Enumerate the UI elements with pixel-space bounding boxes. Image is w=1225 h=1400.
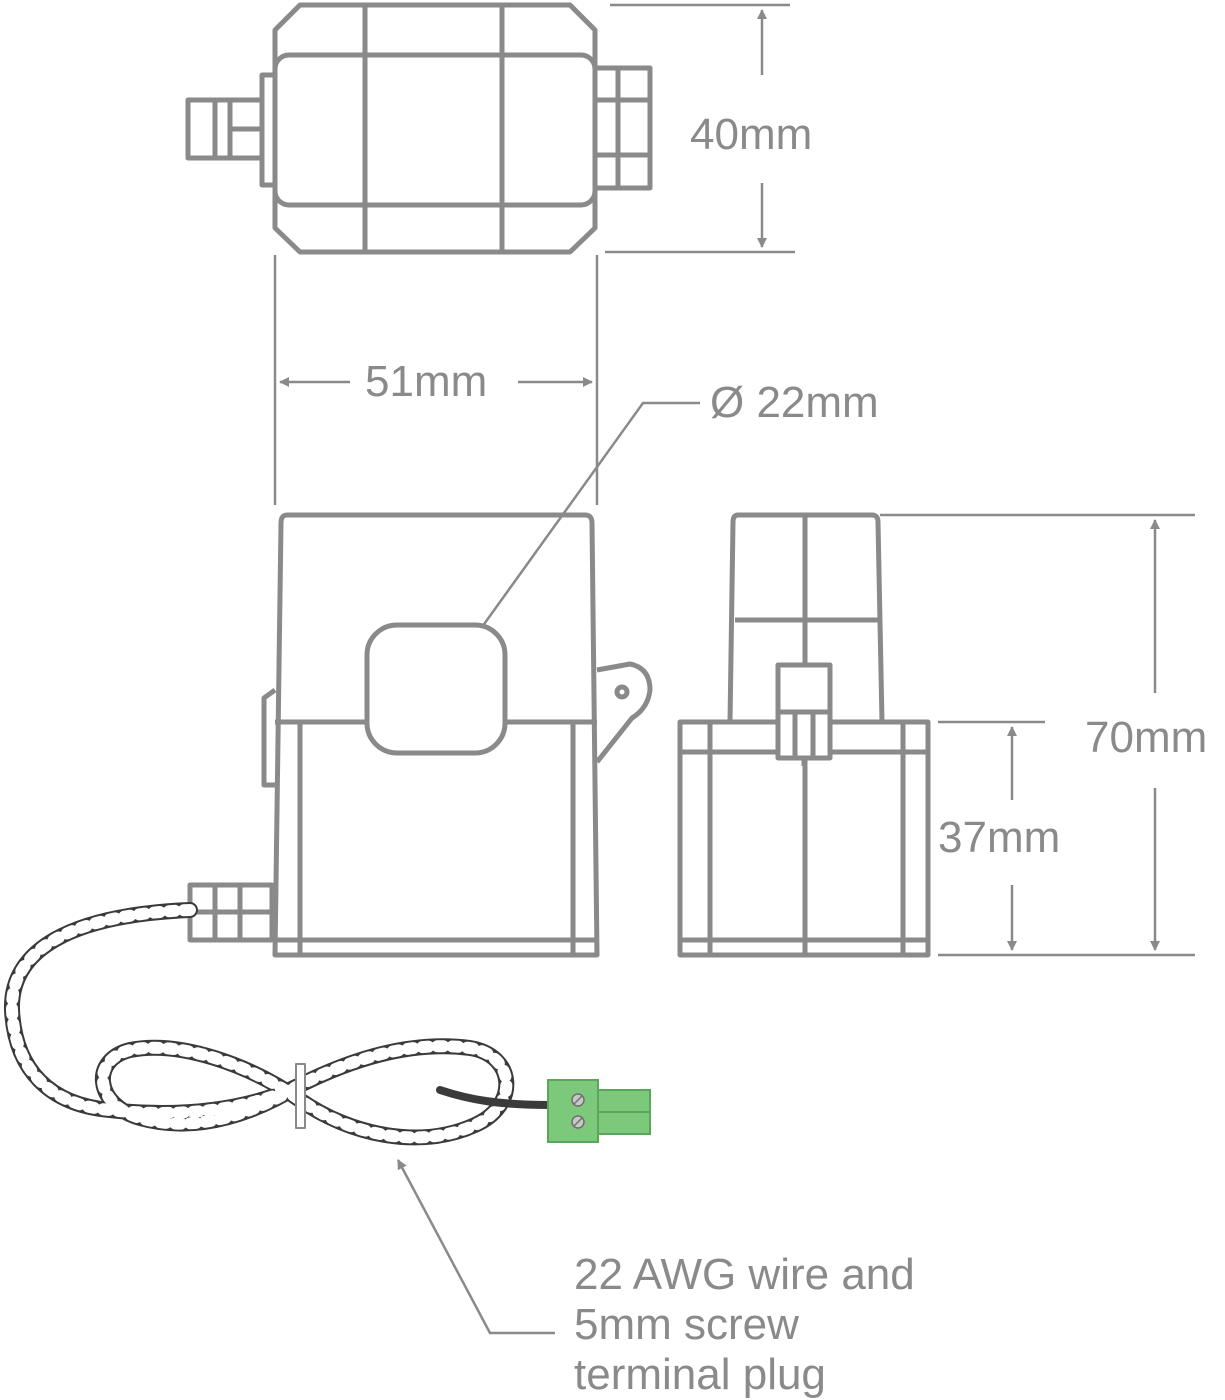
height-base-dimension-line (938, 720, 1045, 951)
wire-note-line-2: 5mm screw (574, 1300, 799, 1349)
height-total-dimension-line (880, 513, 1195, 957)
side-view (677, 512, 931, 958)
front-view (187, 512, 653, 958)
height-top-label: 40mm (690, 110, 813, 159)
top-view (185, 2, 653, 255)
width-dimension-line (273, 255, 599, 505)
wire-note: 22 AWG wire and 5mm screw terminal plug (574, 1250, 915, 1400)
aperture-leader-line (480, 401, 700, 628)
wire-note-line-3: terminal plug (574, 1350, 826, 1399)
wire-note-line-1: 22 AWG wire and (574, 1250, 915, 1299)
twisted-wire (3, 902, 554, 1146)
aperture-label: Ø 22mm (710, 378, 879, 427)
height-total-label: 70mm (1085, 713, 1208, 762)
wire-note-leader-line (396, 1159, 555, 1335)
screw-terminal-plug (547, 1079, 651, 1143)
height-base-label: 37mm (938, 813, 1061, 862)
width-label: 51mm (365, 357, 488, 406)
height-top-dimension-line (605, 3, 795, 254)
